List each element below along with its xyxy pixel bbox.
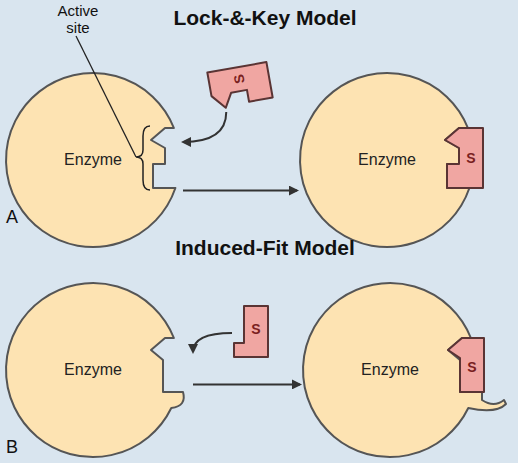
section-heading: Induced-Fit Model (130, 236, 400, 259)
enzyme-label: Enzyme (53, 150, 133, 170)
substrate-node: S (446, 337, 490, 399)
panel-letter: A (6, 208, 36, 228)
reaction-arrow (193, 383, 300, 385)
substrate-shape-outline (234, 306, 268, 357)
enzyme-shape-outline (300, 73, 469, 247)
substrate-label: S (431, 148, 511, 168)
substrate-node: S (443, 127, 487, 189)
substrate-shape (443, 127, 487, 189)
enzyme-label: Enzyme (350, 360, 430, 380)
enzyme-label: Enzyme (53, 360, 133, 380)
callout-label: Active site (50, 3, 106, 36)
enzyme-node: Enzyme (3, 70, 183, 250)
substrate-label: S (216, 319, 296, 339)
substrate-shape-outline (207, 62, 273, 110)
enzyme-label: Enzyme (347, 150, 427, 170)
substrate-shape-outline (448, 338, 484, 392)
enzyme-node: Enzyme (3, 280, 193, 460)
binding-arrow (183, 112, 226, 142)
reaction-arrow (183, 190, 297, 192)
enzyme-shape-outline (6, 283, 184, 457)
substrate-shape-outline (445, 128, 483, 188)
enzyme-node: Enzyme (297, 70, 477, 250)
binding-arrow (193, 333, 232, 352)
enzyme-shape-outline (6, 73, 175, 247)
section-heading: Lock-&-Key Model (130, 6, 400, 29)
panel-letter: B (6, 438, 36, 458)
substrate-node: S (206, 58, 275, 112)
substrate-node: S (232, 305, 272, 361)
substrate-label: S (432, 357, 512, 377)
